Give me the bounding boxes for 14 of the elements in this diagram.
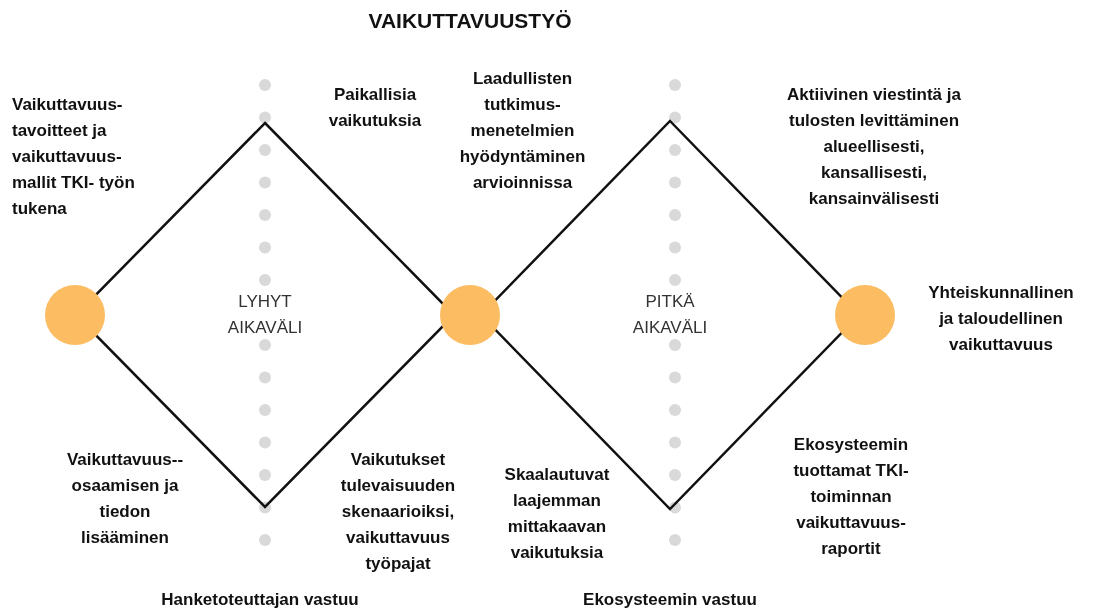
note-text: Vaikuttavuus-- osaamisen ja tiedon lisääminen <box>65 449 185 549</box>
note-text: Yhteiskunnallinen ja taloudellinen vaikuttavuus <box>927 282 1075 356</box>
footer-label: Ekosysteemin vastuu <box>582 589 758 611</box>
note-text: Vaikutukset tulevaisuuden skenaarioiksi, vaikuttavuus työpajat <box>339 449 457 575</box>
footer-label: Hanketoteuttajan vastuu <box>160 589 360 611</box>
title: VAIKUTTAVUUSTYÖ <box>367 8 573 34</box>
note-text: Vaikuttavuus- tavoitteet ja vaikuttavuus- mallit TKI- työn tukena <box>12 94 136 220</box>
node-label: LYHYT AIKAVÄLI <box>226 291 304 339</box>
note-text: Paikallisia vaikutuksia <box>327 84 423 132</box>
note-text: Aktiivinen viestintä ja tulosten levittäminen alueellisesti, kansallisesti, kansainvälisesti <box>786 84 962 210</box>
note-text: Skaalautuvat laajemman mittakaavan vaikutuksia <box>503 464 611 564</box>
note-text: Ekosysteemin tuottamat TKI-toiminnan vaikuttavuus- raportit <box>792 434 910 560</box>
node-label: PITKÄ AIKAVÄLI <box>631 291 709 339</box>
note-text: Laadullisten tutkimus- menetelmien hyödyntäminen arvioinnissa <box>458 68 587 194</box>
